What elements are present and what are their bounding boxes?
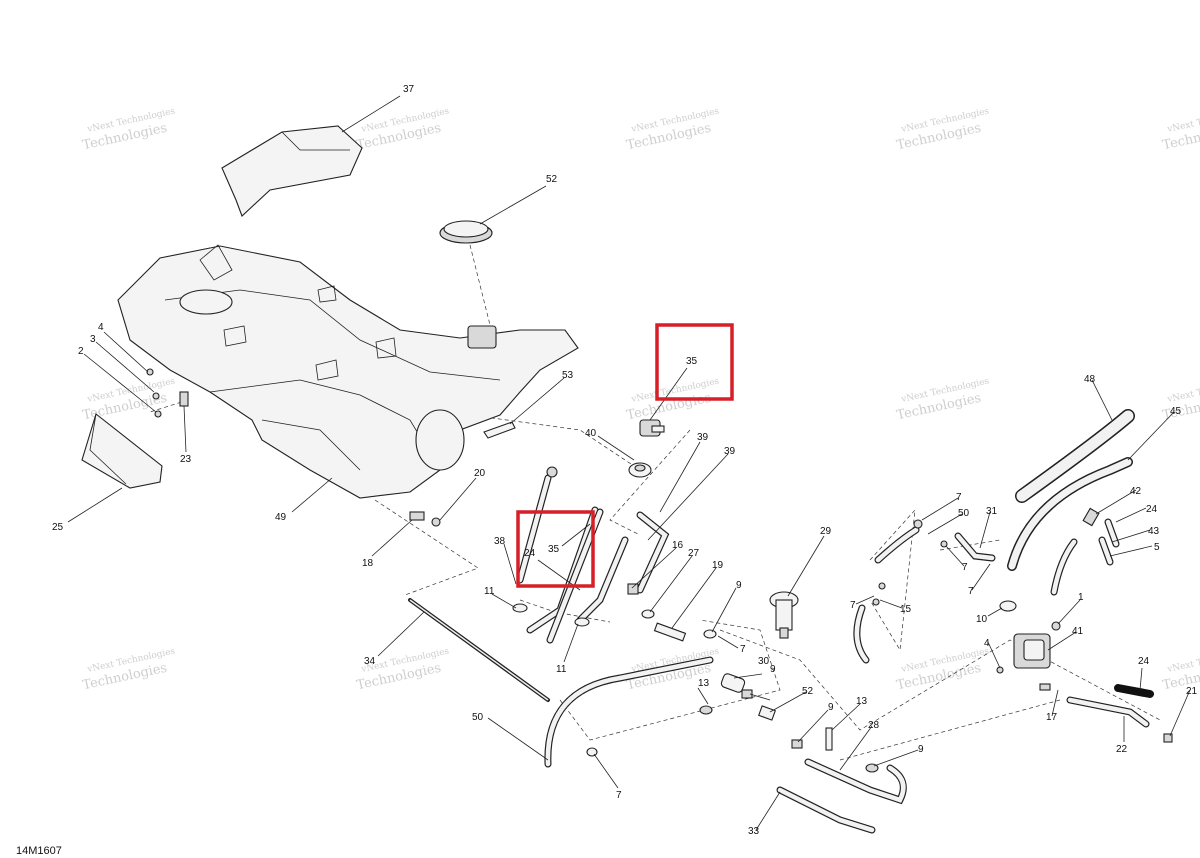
part-37-cover	[221, 125, 363, 217]
part-center-hoses	[512, 466, 670, 644]
part-48-45-hoses	[1007, 409, 1135, 596]
callout-16: 16	[672, 540, 684, 551]
callout-28: 28	[868, 720, 880, 731]
callout-50: 50	[958, 508, 970, 519]
highlight-boxes	[516, 323, 734, 588]
part-lower-hoses	[776, 758, 907, 834]
callout-24: 24	[1138, 656, 1150, 667]
part-right-small-hoses	[853, 519, 996, 664]
part-bolts-center	[627, 583, 717, 642]
callout-18: 18	[362, 558, 374, 569]
callout-5: 5	[1154, 542, 1160, 553]
callout-31: 31	[986, 506, 998, 517]
callout-41: 41	[1072, 626, 1084, 637]
callout-20: 20	[474, 468, 486, 479]
callout-4: 4	[984, 638, 990, 649]
callout-7: 7	[962, 562, 968, 573]
callout-7: 7	[616, 790, 622, 801]
callout-7: 7	[850, 600, 856, 611]
leader-lines	[67, 95, 1191, 831]
callout-9: 9	[770, 664, 776, 675]
callout-13: 13	[698, 678, 710, 689]
part-25-shield	[81, 413, 163, 489]
callout-2: 2	[78, 346, 84, 357]
callout-30: 30	[758, 656, 770, 667]
callout-15: 15	[900, 604, 912, 615]
part-center-fittings	[699, 673, 833, 751]
callout-50: 50	[472, 712, 484, 723]
callout-22: 22	[1116, 744, 1128, 755]
callout-37: 37	[403, 84, 415, 95]
callout-39: 39	[724, 446, 736, 457]
part-52-fuel-cap	[439, 220, 493, 244]
callout-11: 11	[556, 664, 567, 675]
part-29-button	[769, 591, 799, 639]
part-50-hose-left	[544, 656, 714, 768]
highlight-box-35-top	[655, 323, 734, 401]
callout-33: 33	[748, 826, 760, 837]
callout-1: 1	[1078, 592, 1084, 603]
callout-3: 3	[90, 334, 96, 345]
highlight-box-35-center	[516, 510, 595, 588]
part-22-hose	[1066, 684, 1173, 743]
callout-4: 4	[98, 322, 104, 333]
callout-25: 25	[52, 522, 64, 533]
diagram-reference: 14M1607	[16, 845, 62, 857]
callout-7: 7	[968, 586, 974, 597]
callout-27: 27	[688, 548, 700, 559]
callout-48: 48	[1084, 374, 1096, 385]
callout-35: 35	[548, 544, 560, 555]
callout-49: 49	[275, 512, 287, 523]
callout-labels: 37 52 35 4 3 2 23 25 49 53 40 39 39 20 1…	[52, 84, 1198, 837]
part-fasteners-left	[146, 368, 441, 527]
callout-23: 23	[180, 454, 192, 465]
callout-24: 24	[524, 548, 536, 559]
callout-43: 43	[1148, 526, 1160, 537]
part-35-valve-top	[639, 419, 665, 437]
callout-19: 19	[712, 560, 724, 571]
part-41-valve-assembly	[996, 600, 1061, 691]
callout-39: 39	[697, 432, 709, 443]
callout-17: 17	[1046, 712, 1058, 723]
callout-29: 29	[820, 526, 832, 537]
callout-13: 13	[856, 696, 868, 707]
callout-7: 7	[740, 644, 746, 655]
callout-21: 21	[1186, 686, 1198, 697]
callout-40: 40	[585, 428, 597, 439]
callout-45: 45	[1170, 406, 1182, 417]
callout-24: 24	[1146, 504, 1158, 515]
part-34-rod	[408, 598, 550, 702]
callout-35: 35	[686, 356, 698, 367]
callout-9: 9	[918, 744, 924, 755]
part-right-fittings	[1082, 507, 1120, 566]
callout-52: 52	[802, 686, 814, 697]
callout-9: 9	[828, 702, 834, 713]
callout-53: 53	[562, 370, 574, 381]
part-40-grommet	[628, 462, 652, 478]
callout-9: 9	[736, 580, 742, 591]
part-49-fuel-tank	[117, 244, 579, 499]
part-53-pad	[483, 421, 516, 439]
callout-52: 52	[546, 174, 558, 185]
callout-42: 42	[1130, 486, 1142, 497]
callout-38: 38	[494, 536, 506, 547]
callout-10: 10	[976, 614, 988, 625]
callout-11: 11	[484, 586, 495, 597]
callout-34: 34	[364, 656, 376, 667]
callout-7: 7	[956, 492, 962, 503]
